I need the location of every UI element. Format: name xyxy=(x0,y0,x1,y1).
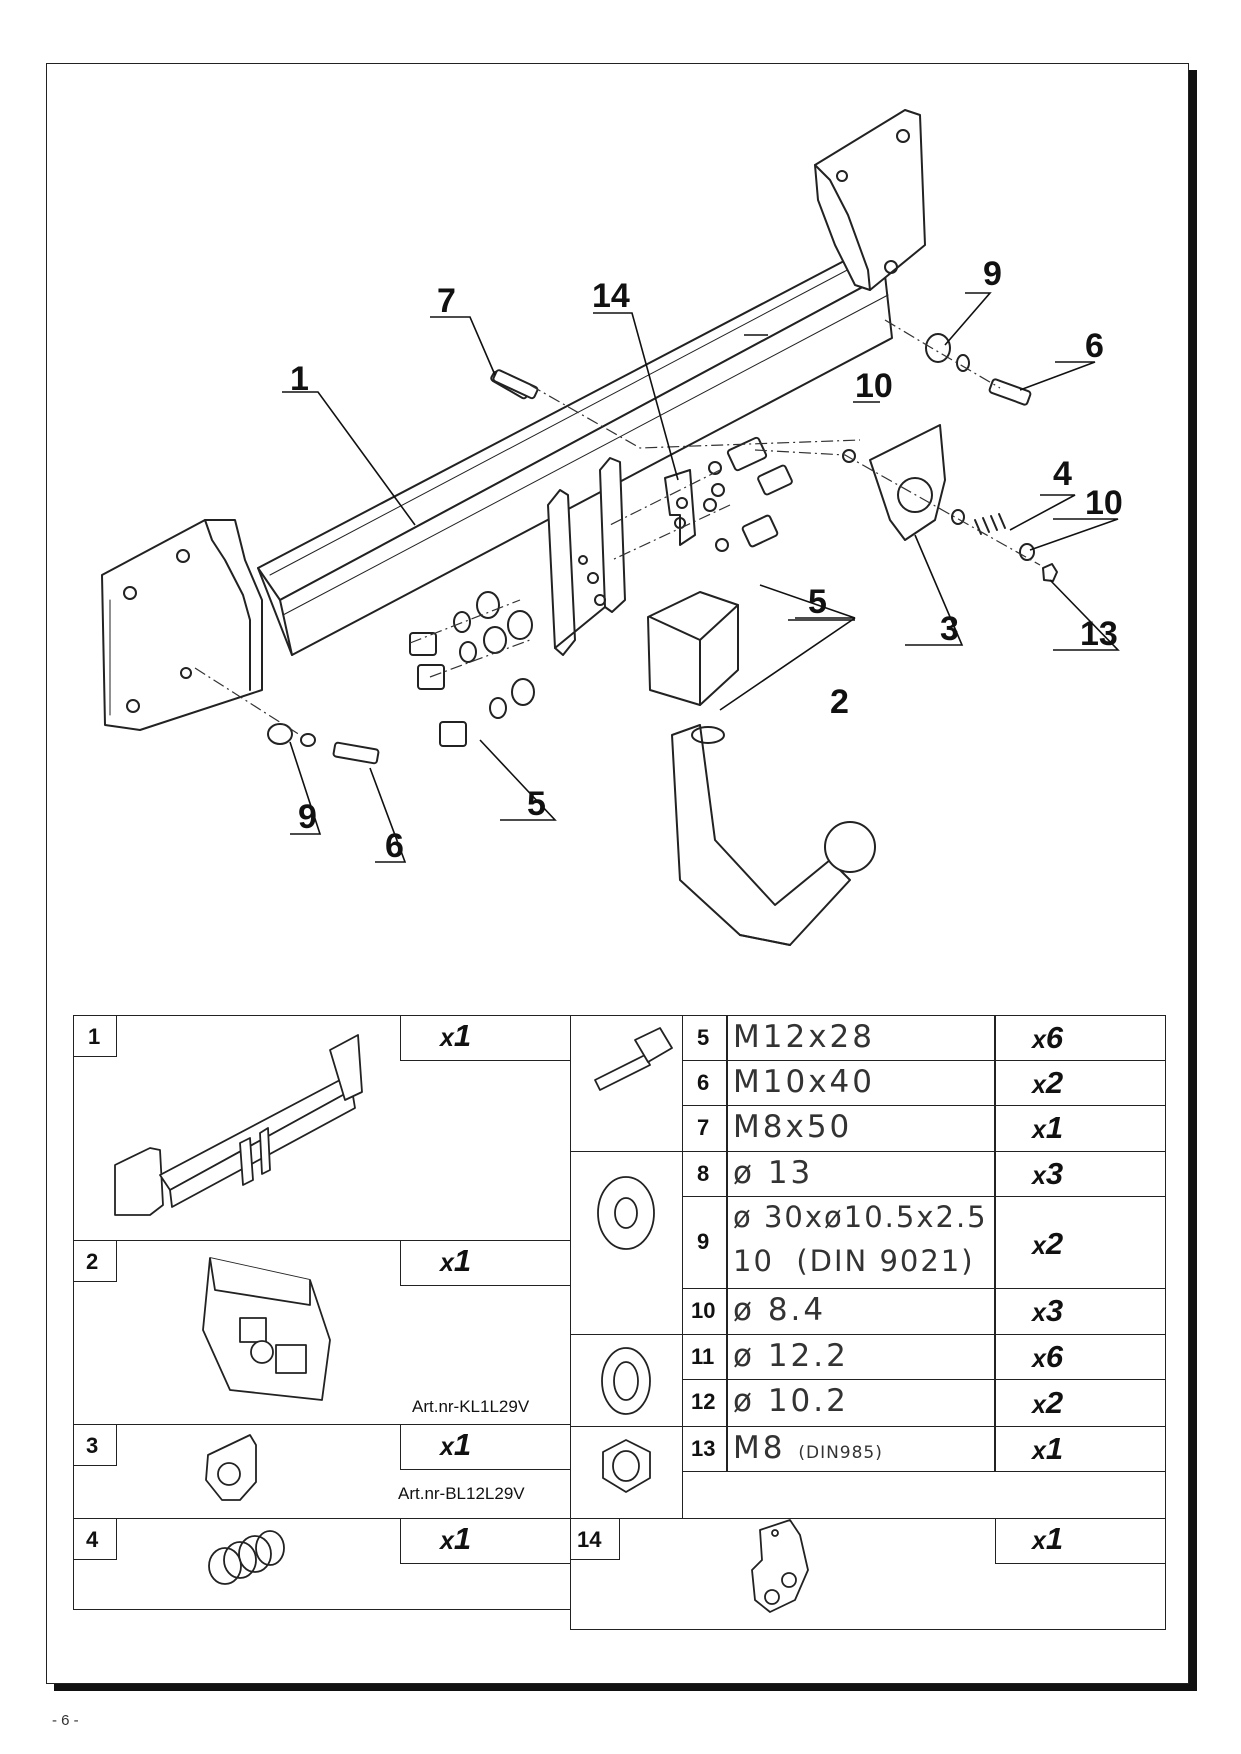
row-8-spec: ø 13 xyxy=(733,1155,814,1191)
row-9-qty: x2 xyxy=(1032,1226,1064,1261)
row-11-number: 11 xyxy=(691,1344,715,1369)
callout-6-left: 6 xyxy=(385,827,404,865)
callout-7: 7 xyxy=(437,282,456,320)
qty-divider xyxy=(994,1015,996,1472)
right-side-hardware xyxy=(925,333,1032,406)
row-6-number: 6 xyxy=(697,1070,710,1095)
bolt-group xyxy=(570,1015,683,1152)
spring-washer-group xyxy=(570,1334,683,1427)
center-mount-plates xyxy=(547,457,626,656)
row-5-spec: M12x28 xyxy=(733,1019,875,1055)
row-7 xyxy=(682,1105,1166,1152)
part-3-number: 3 xyxy=(86,1433,99,1458)
callout-14: 14 xyxy=(592,277,630,315)
part-4-qty: x1 xyxy=(440,1521,472,1556)
row-7-qty: x1 xyxy=(1032,1110,1064,1145)
center-bolts xyxy=(703,436,793,552)
flat-washer-group xyxy=(570,1151,683,1335)
part-2-number-box xyxy=(73,1240,117,1282)
assembly-axis-lines xyxy=(194,319,1041,736)
row-6 xyxy=(682,1060,1166,1106)
callout-9-right: 9 xyxy=(983,255,1002,293)
right-end-bracket xyxy=(814,109,926,291)
callout-5-lower: 5 xyxy=(527,785,546,823)
part-4-number: 4 xyxy=(86,1527,99,1552)
row-13-qty: x1 xyxy=(1032,1431,1064,1466)
row-5-number: 5 xyxy=(697,1025,710,1050)
callout-1: 1 xyxy=(290,360,309,398)
row-8 xyxy=(682,1151,1166,1197)
part-4-qty-box xyxy=(400,1518,571,1564)
part-14-qty: x1 xyxy=(1032,1521,1064,1556)
part-3-qty: x1 xyxy=(440,1427,472,1462)
part-3-number-box xyxy=(73,1424,117,1466)
electrical-socket-box xyxy=(647,591,739,706)
row-11 xyxy=(682,1334,1166,1380)
crossbar-tube xyxy=(257,249,893,656)
part-2-qty-box xyxy=(400,1240,571,1286)
row-5-qty: x6 xyxy=(1032,1020,1064,1055)
socket-plate-assembly xyxy=(842,424,1058,582)
row-7-spec: M8x50 xyxy=(733,1109,853,1145)
row-13 xyxy=(682,1426,1166,1472)
part-2-qty: x1 xyxy=(440,1243,472,1278)
row-9 xyxy=(682,1196,1166,1289)
row-13-number: 13 xyxy=(691,1436,716,1461)
row-9-spec: ø 30xø10.5x2.5 xyxy=(733,1200,988,1234)
row-8-qty: x3 xyxy=(1032,1156,1064,1191)
row-6-qty: x2 xyxy=(1032,1065,1064,1100)
row-12-qty: x2 xyxy=(1032,1385,1064,1420)
part-3-qty-box xyxy=(400,1424,571,1470)
row-9-number: 9 xyxy=(697,1229,710,1254)
row-6-spec: M10x40 xyxy=(733,1064,875,1100)
leader-lines xyxy=(282,292,1120,863)
part-4-number-box xyxy=(73,1518,117,1560)
row-10-number: 10 xyxy=(691,1298,716,1323)
row-12 xyxy=(682,1379,1166,1427)
callout-2: 2 xyxy=(830,683,849,721)
towball-neck xyxy=(671,724,876,946)
part-1-number: 1 xyxy=(88,1024,101,1049)
callout-6-right: 6 xyxy=(1085,327,1104,365)
callout-13: 13 xyxy=(1080,615,1118,653)
row-12-spec: ø 10.2 xyxy=(733,1383,849,1419)
part-2-number: 2 xyxy=(86,1249,99,1274)
part-1-number-box xyxy=(73,1015,117,1057)
part-1-qty-box xyxy=(400,1015,571,1061)
callout-10-upper: 10 xyxy=(855,367,893,405)
part-14-qty-box xyxy=(995,1518,1166,1564)
row-13-spec: M8 (DIN985) xyxy=(733,1430,883,1466)
row-12-number: 12 xyxy=(691,1389,716,1414)
part-2-article-number: Art.nr-KL1L29V xyxy=(412,1397,530,1416)
row-7-number: 7 xyxy=(697,1115,710,1140)
part-3-article-number: Art.nr-BL12L29V xyxy=(398,1484,525,1503)
row-10-spec: ø 8.4 xyxy=(733,1292,827,1328)
row-10 xyxy=(682,1288,1166,1335)
callout-9-left: 9 xyxy=(298,798,317,836)
part-14-number-box xyxy=(570,1518,620,1560)
callout-5-upper: 5 xyxy=(808,583,827,621)
part-1-qty: x1 xyxy=(440,1018,472,1053)
row-11-spec: ø 12.2 xyxy=(733,1338,849,1374)
part-14-number: 14 xyxy=(577,1527,602,1552)
left-end-bracket xyxy=(101,519,263,731)
row-9-spec-line2: 10 (DIN 9021) xyxy=(733,1244,975,1278)
row-10-qty: x3 xyxy=(1032,1293,1064,1328)
page-number: - 6 - xyxy=(52,1712,79,1729)
num-divider xyxy=(726,1015,728,1472)
row-8-number: 8 xyxy=(697,1161,710,1186)
callout-4: 4 xyxy=(1053,455,1072,493)
row-11-qty: x6 xyxy=(1032,1339,1064,1374)
callout-10-lower: 10 xyxy=(1085,484,1123,522)
locknut-group xyxy=(570,1426,683,1519)
callout-3: 3 xyxy=(940,610,959,648)
